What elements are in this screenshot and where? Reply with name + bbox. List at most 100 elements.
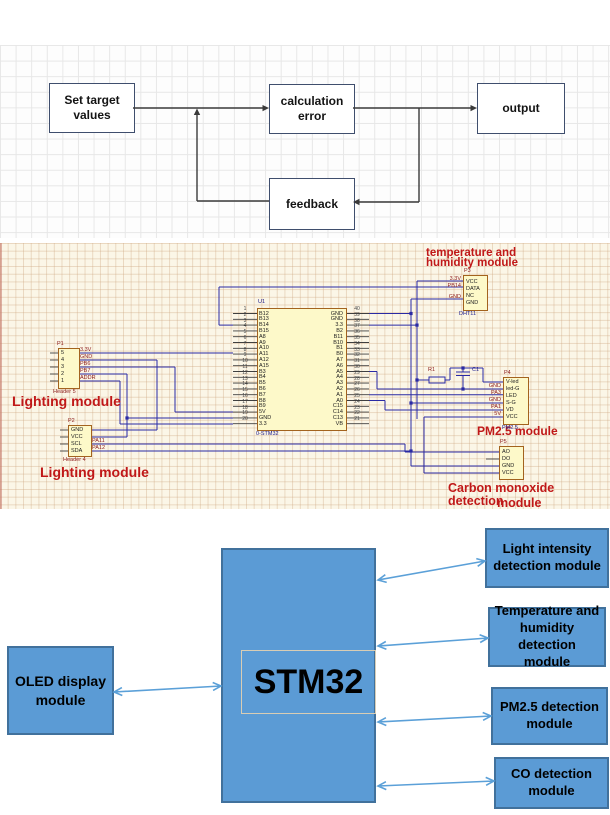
chip-pin-number-right: 22 bbox=[354, 410, 360, 417]
chip-pin-name-right: A0 bbox=[336, 397, 343, 404]
chip-pin-number-right: 31 bbox=[354, 358, 360, 365]
block-diagram-arrows bbox=[112, 557, 496, 791]
chip-pin-name-left: 5V bbox=[259, 409, 266, 416]
chip-designator: U1 bbox=[258, 299, 266, 305]
net-label: PA1 bbox=[491, 404, 501, 410]
net-label: 3.3V bbox=[80, 347, 92, 353]
chip-pin-number-left: 2 bbox=[243, 311, 247, 318]
chip-pin-name-left: A15 bbox=[259, 362, 269, 369]
schematic-section: temperature and humidity module Lighting… bbox=[0, 243, 610, 509]
chip-pin-name-right: B0 bbox=[336, 351, 343, 358]
chip-pin-number-left: 1 bbox=[243, 306, 247, 312]
chip-pin-number-right: 27 bbox=[354, 381, 360, 388]
net-label: PB7 bbox=[80, 368, 91, 374]
chip-pin-name-right: A6 bbox=[336, 362, 343, 369]
connector-P1-pin: 2 bbox=[61, 371, 65, 377]
flow-box-feedback: feedback bbox=[269, 178, 355, 230]
connector-P4-body bbox=[503, 377, 529, 425]
junction-dot bbox=[415, 323, 419, 327]
net-label: 3.3V bbox=[449, 275, 461, 282]
chip-pin-name-left: B15 bbox=[259, 327, 269, 334]
block-co-module: CO detection module bbox=[494, 757, 609, 809]
block-diagram-section: OLED display module STM32 Light intensit… bbox=[0, 509, 610, 815]
connector-P1-body bbox=[58, 348, 80, 389]
net-label: PA12 bbox=[92, 445, 106, 451]
connector-P2-pin: SCL bbox=[71, 441, 82, 447]
chip-pin-number-left: 6 bbox=[243, 335, 247, 341]
net-label: GND bbox=[488, 383, 501, 389]
stm32-chip-body bbox=[257, 308, 347, 431]
connector-P2-pin: VCC bbox=[71, 434, 83, 440]
block-pm25-module: PM2.5 detection module bbox=[491, 687, 608, 745]
double-arrow bbox=[376, 711, 493, 727]
connector-P5-pin: AO bbox=[502, 449, 510, 455]
chip-pin-name-right: B11 bbox=[333, 333, 343, 340]
block-temperature-humidity-module: Temperature and humidity detection modul… bbox=[488, 603, 606, 669]
connector-P1-comment: Header 5 bbox=[53, 389, 76, 395]
connector-P4-pin: VCC bbox=[506, 414, 518, 420]
connector-P1-pin: 1 bbox=[61, 378, 65, 384]
chip-pin-name-left: A10 bbox=[259, 345, 269, 352]
flow-arrowhead bbox=[353, 198, 360, 206]
junction-dot bbox=[409, 311, 413, 316]
connector-P4-pin: VD bbox=[506, 407, 514, 413]
title-pm25-module: PM2.5 module bbox=[477, 424, 558, 438]
net-label: PA11 bbox=[92, 438, 105, 444]
chip-comment: 0-STM32 bbox=[256, 431, 279, 437]
chip-pin-number-right: 24 bbox=[354, 398, 360, 405]
connector-P4-pin: LED bbox=[506, 393, 517, 399]
connector-P4-designator: P4 bbox=[504, 370, 511, 376]
flow-box-output: output bbox=[477, 83, 565, 134]
net-label: PB6 bbox=[80, 361, 91, 367]
double-arrow bbox=[376, 633, 490, 651]
chip-pin-name-left: B13 bbox=[259, 316, 269, 323]
junction-dot bbox=[461, 366, 465, 370]
flowchart-section: Set target values calculation error outp… bbox=[0, 45, 610, 238]
chip-pin-name-right: A1 bbox=[336, 391, 343, 398]
chip-pin-number-right: 32 bbox=[354, 352, 360, 359]
connector-P4-pin: S-G bbox=[506, 400, 516, 406]
connector-P3-pin: NC bbox=[466, 293, 474, 299]
chip-pin-name-left: B9 bbox=[259, 403, 266, 410]
chip-pin-name-left: A8 bbox=[259, 333, 266, 340]
net-label: ADDR bbox=[80, 375, 96, 381]
title-carbon-monoxide-line1: Carbon monoxide detection bbox=[448, 481, 555, 508]
chip-pin-number-left: 12 bbox=[242, 369, 248, 376]
flowchart-arrows bbox=[133, 105, 477, 206]
chip-pin-name-left: B5 bbox=[259, 380, 266, 387]
chip-pin-name-right: C15 bbox=[332, 403, 343, 410]
chip-pin-name-right: A7 bbox=[336, 356, 343, 363]
double-arrow bbox=[376, 776, 496, 791]
block-stm32: STM32 bbox=[221, 548, 376, 803]
chip-pin-number-right: 29 bbox=[354, 369, 360, 376]
resistor-r1-symbol bbox=[428, 376, 446, 384]
chip-pin-name-left: B3 bbox=[259, 368, 266, 375]
chip-pin-number-right: 39 bbox=[354, 311, 360, 318]
chip-pin-number-left: 10 bbox=[242, 358, 248, 365]
resistor-r1-label: R1 bbox=[428, 367, 436, 373]
chip-pin-name-right: A2 bbox=[336, 385, 343, 392]
title-temperature-humidity-module: temperature and humidity module bbox=[426, 247, 518, 269]
junction-dot bbox=[461, 387, 465, 391]
chip-pin-number-left: 4 bbox=[243, 323, 247, 330]
chip-pin-number-left: 19 bbox=[242, 410, 248, 417]
chip-pin-name-right: A4 bbox=[336, 374, 343, 381]
title-lighting-module-1: Lighting module bbox=[12, 393, 121, 409]
chip-pin-name-left: B12 bbox=[259, 310, 269, 317]
junction-dot bbox=[409, 401, 413, 405]
chip-pin-number-right: 38 bbox=[354, 317, 360, 324]
connector-P2-designator: P2 bbox=[68, 418, 75, 424]
connector-P5-pin: DO bbox=[502, 456, 511, 462]
chip-pin-number-right: 33 bbox=[354, 346, 360, 353]
chip-pin-number-left: 18 bbox=[242, 404, 248, 411]
connector-P3-comment: DHT11 bbox=[459, 311, 477, 317]
connector-P3-pin: GND bbox=[466, 300, 479, 306]
chip-pin-name-left: B4 bbox=[259, 374, 266, 381]
chip-pin-name-right: GND bbox=[330, 316, 343, 323]
chip-pin-name-left: B6 bbox=[259, 385, 266, 392]
net-label: PA3 bbox=[491, 390, 501, 396]
net-label: GND bbox=[448, 293, 461, 300]
chip-pin-name-right: A5 bbox=[336, 368, 343, 375]
double-arrow bbox=[376, 557, 487, 584]
